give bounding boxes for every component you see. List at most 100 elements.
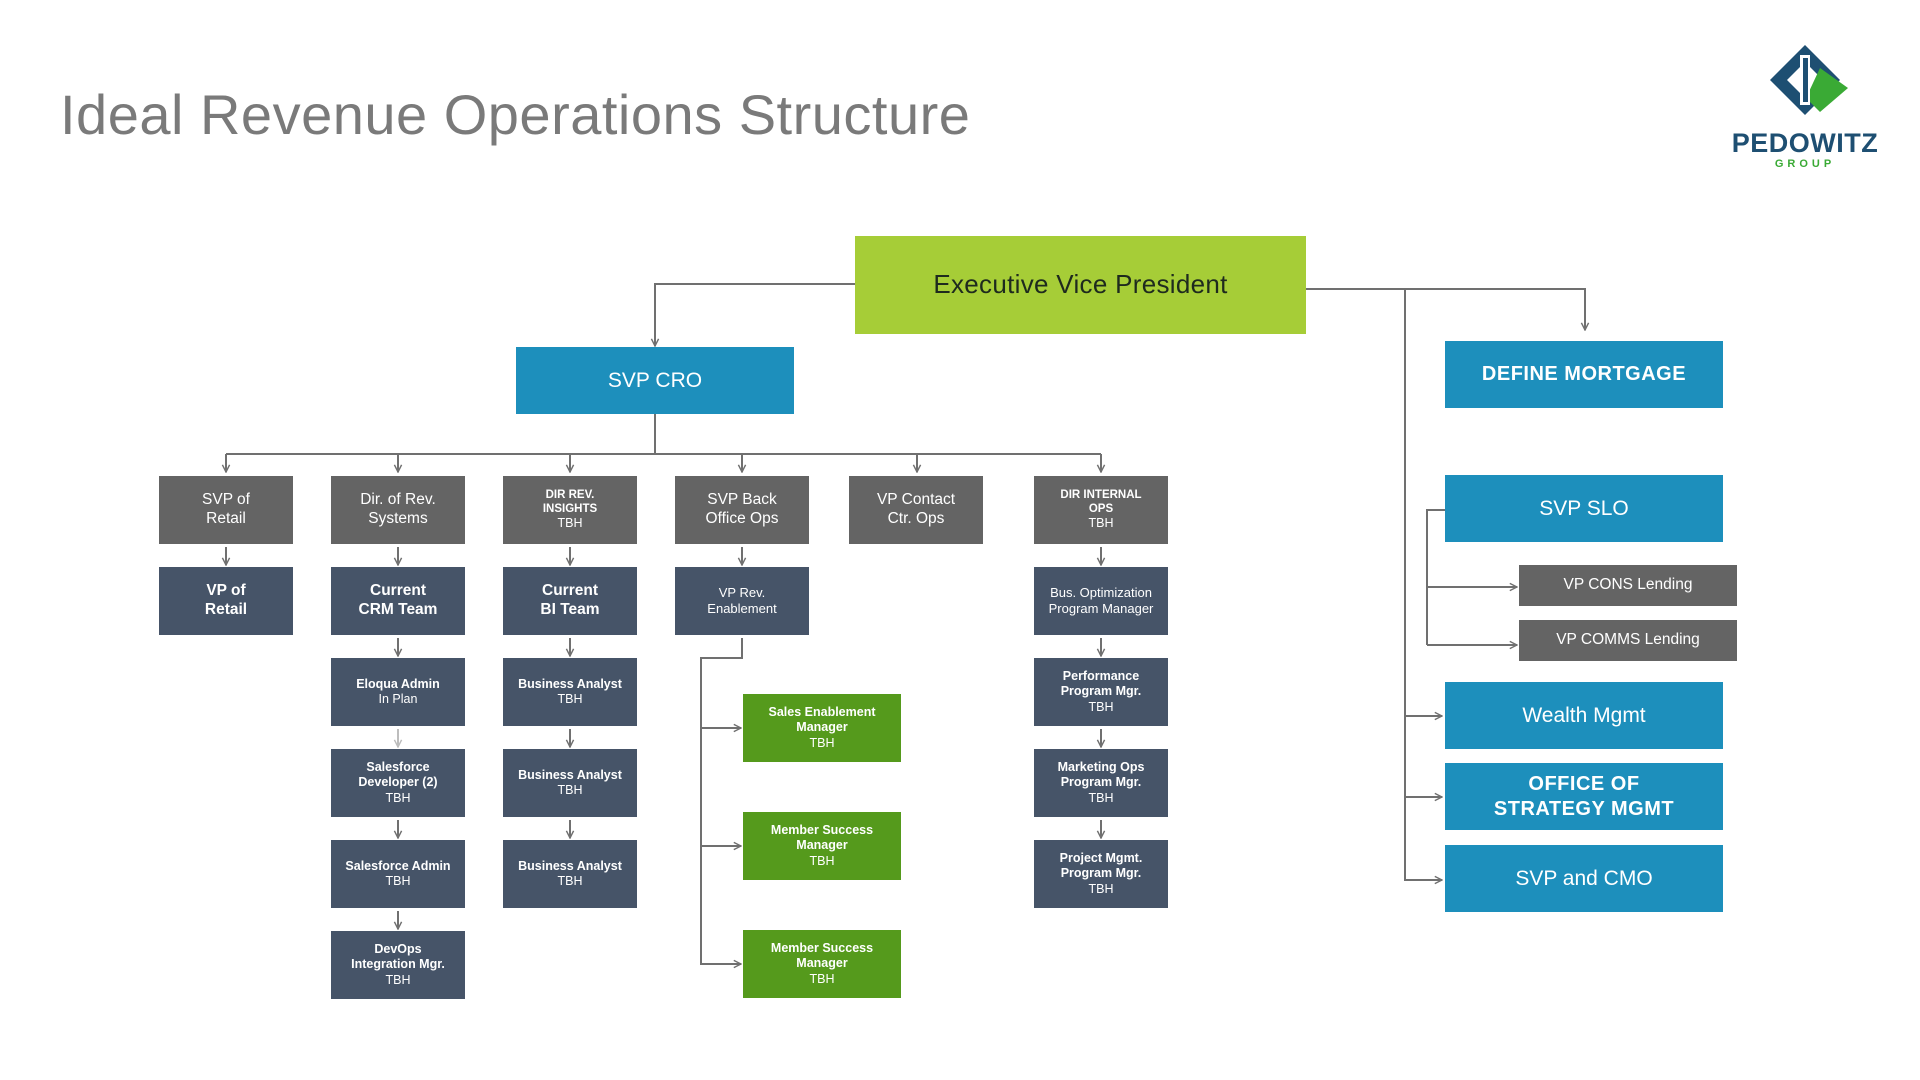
node-label-line1: SVP of	[202, 491, 250, 509]
node-label-line1: DIR REV.	[545, 489, 595, 502]
node-status: In Plan	[378, 692, 418, 706]
node-label-line2: Program Mgr.	[1060, 775, 1142, 790]
node-svp-of-retail: SVP of Retail	[159, 476, 293, 544]
node-svp-slo: SVP SLO	[1445, 475, 1723, 542]
node-status: TBH	[557, 516, 583, 531]
node-label-line1: SVP Back	[707, 491, 777, 509]
node-vp-of-retail: VP of Retail	[159, 567, 293, 635]
node-label-line2: Developer (2)	[358, 775, 438, 790]
node-define-mortgage: DEFINE MORTGAGE	[1445, 341, 1723, 408]
node-label-line1: Dir. of Rev.	[360, 491, 436, 509]
node-status: TBH	[809, 971, 835, 986]
node-label-line1: Sales Enablement	[768, 705, 876, 720]
node-label-line2: Retail	[206, 510, 246, 527]
node-member-success-manager: Member Success Manager TBH	[743, 812, 901, 880]
node-performance-program-mgr: Performance Program Mgr. TBH	[1034, 658, 1168, 726]
node-vp-comms-lending: VP COMMS Lending	[1519, 620, 1737, 661]
node-status: TBH	[557, 783, 583, 797]
logo-subtitle: GROUP	[1774, 158, 1836, 170]
node-executive-vice-president: Executive Vice President	[855, 236, 1306, 334]
node-dir-rev-insights: DIR REV. INSIGHTS TBH	[503, 476, 637, 544]
node-svp-cro: SVP CRO	[516, 347, 794, 414]
node-label-line1: Bus. Optimization	[1050, 585, 1152, 601]
node-label-line2: INSIGHTS	[542, 503, 598, 516]
node-label-line1: Salesforce	[366, 760, 430, 775]
node-label-line2: Program Mgr.	[1060, 866, 1142, 881]
node-dir-of-rev-systems: Dir. of Rev. Systems	[331, 476, 465, 544]
node-label-line1: Business Analyst	[518, 767, 622, 782]
node-label-line1: Marketing Ops	[1057, 760, 1145, 775]
node-label-line1: VP Contact	[876, 491, 956, 509]
node-devops-integration-mgr: DevOps Integration Mgr. TBH	[331, 931, 465, 999]
node-label-line1: DevOps	[374, 942, 422, 957]
node-label: Wealth Mgmt	[1522, 703, 1646, 727]
node-label-line1: Current	[370, 582, 426, 600]
node-label: SVP SLO	[1539, 496, 1629, 520]
node-business-analyst: Business Analyst TBH	[503, 840, 637, 908]
node-label: Executive Vice President	[933, 269, 1228, 300]
node-label: DEFINE MORTGAGE	[1481, 363, 1687, 386]
node-salesforce-admin: Salesforce Admin TBH	[331, 840, 465, 908]
node-current-crm-team: Current CRM Team	[331, 567, 465, 635]
node-svp-back-office-ops: SVP Back Office Ops	[675, 476, 809, 544]
node-label-line1: Current	[542, 582, 598, 600]
pedowitz-logo: PEDOWITZ GROUP	[1720, 40, 1890, 180]
node-status: TBH	[385, 972, 411, 987]
node-dir-internal-ops: DIR INTERNAL OPS TBH	[1034, 476, 1168, 544]
node-status: TBH	[1088, 699, 1114, 714]
node-label-line2: Program Mgr.	[1060, 684, 1142, 699]
node-label-line2: STRATEGY MGMT	[1493, 797, 1675, 820]
node-vp-cons-lending: VP CONS Lending	[1519, 565, 1737, 606]
node-member-success-manager: Member Success Manager TBH	[743, 930, 901, 998]
page-title: Ideal Revenue Operations Structure	[60, 83, 971, 146]
node-sales-enablement-manager: Sales Enablement Manager TBH	[743, 694, 901, 762]
node-label: VP COMMS Lending	[1556, 631, 1700, 649]
node-label-line2: Integration Mgr.	[351, 957, 445, 972]
node-label-line1: OFFICE OF	[1528, 773, 1640, 796]
node-project-mgmt-program-mgr: Project Mgmt. Program Mgr. TBH	[1034, 840, 1168, 908]
node-status: TBH	[809, 853, 835, 868]
node-vp-contact-ctr-ops: VP Contact Ctr. Ops	[849, 476, 983, 544]
node-status: TBH	[385, 874, 411, 888]
node-label-line1: VP of	[206, 582, 246, 600]
node-business-analyst: Business Analyst TBH	[503, 658, 637, 726]
node-status: TBH	[1088, 790, 1114, 805]
node-label-line2: OPS	[1088, 503, 1114, 516]
node-office-of-strategy-mgmt: OFFICE OF STRATEGY MGMT	[1445, 763, 1723, 830]
node-label: SVP and CMO	[1515, 866, 1653, 890]
node-marketing-ops-program-mgr: Marketing Ops Program Mgr. TBH	[1034, 749, 1168, 817]
node-label-line2: Program Manager	[1048, 601, 1154, 616]
node-label-line1: Performance	[1062, 669, 1140, 684]
node-label-line2: Manager	[796, 720, 848, 735]
node-label-line1: Member Success	[770, 823, 874, 838]
node-label-line2: Ctr. Ops	[887, 510, 945, 527]
node-label-line1: DIR INTERNAL	[1060, 489, 1142, 502]
node-salesforce-developer: Salesforce Developer (2) TBH	[331, 749, 465, 817]
node-status: TBH	[557, 692, 583, 706]
node-label-line2: Manager	[796, 956, 848, 971]
node-label-line1: Salesforce Admin	[345, 858, 451, 873]
node-label-line2: Office Ops	[705, 510, 779, 527]
node-label-line1: Business Analyst	[518, 676, 622, 691]
node-label-line1: Project Mgmt.	[1059, 851, 1143, 866]
node-status: TBH	[557, 874, 583, 888]
node-wealth-mgmt: Wealth Mgmt	[1445, 682, 1723, 749]
logo-wordmark: PEDOWITZ	[1731, 128, 1879, 158]
logo-mark-icon	[1770, 45, 1848, 115]
node-svp-and-cmo: SVP and CMO	[1445, 845, 1723, 912]
node-status: TBH	[385, 790, 411, 805]
node-current-bi-team: Current BI Team	[503, 567, 637, 635]
node-label-line2: Retail	[204, 601, 248, 618]
node-label-line2: Manager	[796, 838, 848, 853]
node-business-analyst: Business Analyst TBH	[503, 749, 637, 817]
node-label-line2: CRM Team	[358, 601, 438, 618]
node-label-line1: Member Success	[770, 941, 874, 956]
node-label: VP CONS Lending	[1563, 576, 1693, 594]
node-vp-rev-enablement: VP Rev. Enablement	[675, 567, 809, 635]
node-bus-optimization-program-manager: Bus. Optimization Program Manager	[1034, 567, 1168, 635]
node-status: TBH	[809, 735, 835, 750]
node-status: TBH	[1088, 881, 1114, 896]
node-label-line1: Eloqua Admin	[356, 676, 440, 691]
node-label-line2: Systems	[368, 510, 428, 527]
